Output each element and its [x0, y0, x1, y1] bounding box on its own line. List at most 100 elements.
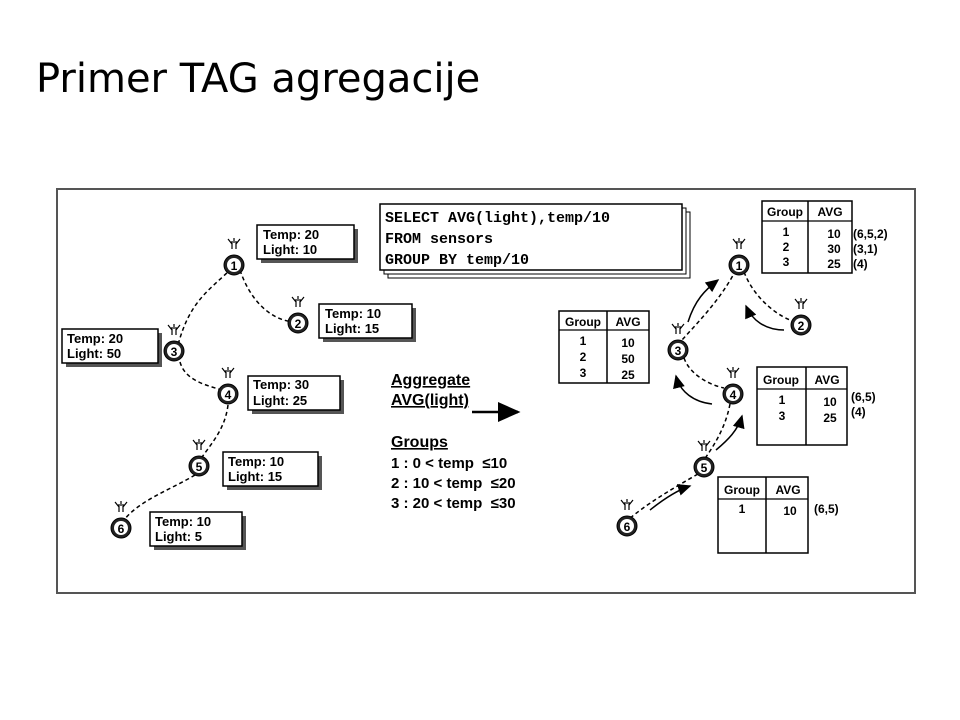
left-tree: Temp: 20 Light: 10 Temp: 10 Light: 15 Te… — [61, 224, 416, 550]
sensor-1-temp: Temp: 20 — [263, 227, 319, 242]
group-def-1: 1 : 0 < temp ≤10 — [391, 455, 507, 472]
group-def-3: 3 : 20 < temp ≤30 — [391, 495, 516, 512]
rnode-5-label: 5 — [701, 461, 708, 475]
t4-header-group: Group — [763, 373, 799, 387]
rnode-6-label: 6 — [624, 520, 631, 534]
link-3-4 — [179, 361, 223, 391]
sql-line-groupby: GROUP BY temp/10 — [385, 252, 529, 269]
t1-group-2: 2 — [783, 240, 790, 254]
arrow-2-to-1-icon — [745, 304, 785, 331]
sensor-5-light: Light: 15 — [228, 469, 282, 484]
sensor-5-temp: Temp: 10 — [228, 454, 284, 469]
rnode-4-label: 4 — [730, 388, 737, 402]
sql-query-box: SELECT AVG(light),temp/10 FROM sensors G… — [379, 203, 691, 279]
node-2-icon: 2 — [287, 296, 309, 334]
sensor-2-light: Light: 15 — [325, 321, 379, 336]
sensor-box-5: Temp: 10 Light: 15 — [222, 451, 322, 490]
t4-avg-1: 10 — [823, 395, 837, 409]
node-1-label: 1 — [231, 259, 238, 273]
rlink-5-6 — [627, 473, 699, 521]
arrow-5-to-4-icon — [715, 414, 745, 451]
link-5-6 — [123, 474, 196, 521]
t1-header-group: Group — [767, 205, 803, 219]
rnode-4-icon: 4 — [722, 367, 744, 405]
t1-avg-2: 30 — [827, 242, 841, 256]
rnode-6-icon: 6 — [616, 499, 638, 537]
rnode-3-label: 3 — [675, 344, 682, 358]
sensor-box-4: Temp: 30 Light: 25 — [247, 375, 344, 414]
t4-source-1: (6,5) — [851, 390, 876, 404]
t3-header-avg: AVG — [615, 315, 640, 329]
t4-source-2: (4) — [851, 405, 866, 419]
sql-line-select: SELECT AVG(light),temp/10 — [385, 210, 610, 227]
node-5-icon: 5 — [188, 439, 210, 477]
right-tree: 1 2 3 4 5 6 — [558, 200, 888, 554]
sensor-box-3: Temp: 20 Light: 50 — [61, 328, 162, 367]
sensor-4-temp: Temp: 30 — [253, 377, 309, 392]
node-4-label: 4 — [225, 388, 232, 402]
node-6-icon: 6 — [110, 501, 132, 539]
rlink-4-5 — [703, 403, 731, 461]
node-6-label: 6 — [118, 522, 125, 536]
link-4-5 — [199, 404, 229, 461]
t5-header-group: Group — [724, 483, 760, 497]
t5-header-avg: AVG — [775, 483, 800, 497]
link-1-3 — [177, 267, 233, 346]
arrow-6-to-5-icon — [649, 484, 692, 511]
rnode-1-icon: 1 — [728, 238, 750, 276]
node-4-icon: 4 — [217, 367, 239, 405]
t1-avg-3: 25 — [827, 257, 841, 271]
t1-source-3: (4) — [853, 257, 868, 271]
sensor-3-light: Light: 50 — [67, 346, 121, 361]
t3-group-2: 2 — [580, 350, 587, 364]
node-5-label: 5 — [196, 460, 203, 474]
groups-title: Groups — [391, 434, 448, 451]
table-node-4: Group AVG 1 3 10 25 (6,5) (4) — [756, 366, 876, 446]
rlink-1-3 — [681, 269, 737, 341]
t3-group-1: 1 — [580, 334, 587, 348]
t4-group-1: 1 — [779, 393, 786, 407]
table-node-3: Group AVG 1 2 3 10 50 25 — [558, 310, 650, 384]
t5-avg-1: 10 — [783, 504, 797, 518]
sensor-box-6: Temp: 10 Light: 5 — [149, 511, 246, 550]
sensor-box-1: Temp: 20 Light: 10 — [256, 224, 358, 263]
rnode-2-label: 2 — [798, 319, 805, 333]
link-1-2 — [239, 269, 295, 323]
sensor-4-light: Light: 25 — [253, 393, 307, 408]
t4-header-avg: AVG — [814, 373, 839, 387]
page-title: Primer TAG agregacije — [36, 56, 481, 102]
node-3-icon: 3 — [163, 324, 185, 362]
table-node-5: Group AVG 1 10 (6,5) — [717, 476, 839, 554]
t3-avg-2: 50 — [621, 352, 635, 366]
t5-source-1: (6,5) — [814, 502, 839, 516]
aggregate-label: Aggregate — [391, 372, 470, 389]
t1-group-1: 1 — [783, 225, 790, 239]
t3-header-group: Group — [565, 315, 601, 329]
sensor-6-light: Light: 5 — [155, 529, 202, 544]
sensor-1-light: Light: 10 — [263, 242, 317, 257]
rnode-2-icon: 2 — [790, 298, 812, 336]
t4-group-2: 3 — [779, 409, 786, 423]
t1-avg-1: 10 — [827, 227, 841, 241]
t3-avg-1: 10 — [621, 336, 635, 350]
rnode-1-label: 1 — [736, 259, 743, 273]
node-1-icon: 1 — [223, 238, 245, 276]
t1-source-1: (6,5,2) — [853, 227, 888, 241]
rnode-3-icon: 3 — [667, 323, 689, 361]
t1-group-3: 3 — [783, 255, 790, 269]
rlink-3-4 — [683, 357, 725, 389]
t4-avg-2: 25 — [823, 411, 837, 425]
sensor-3-temp: Temp: 20 — [67, 331, 123, 346]
arrow-4-to-3-icon — [673, 374, 713, 405]
sensor-6-temp: Temp: 10 — [155, 514, 211, 529]
t1-source-2: (3,1) — [853, 242, 878, 256]
sensor-box-2: Temp: 10 Light: 15 — [318, 303, 416, 342]
aggregate-legend: Aggregate AVG(light) Groups 1 : 0 < temp… — [391, 372, 521, 512]
rnode-5-icon: 5 — [693, 440, 715, 478]
rlink-1-2 — [743, 271, 797, 323]
group-def-2: 2 : 10 < temp ≤20 — [391, 475, 516, 492]
table-node-1: Group AVG 1 2 3 10 30 25 (6,5,2) (3,1) (… — [761, 200, 888, 274]
sensor-2-temp: Temp: 10 — [325, 306, 381, 321]
avg-light-label: AVG(light) — [391, 392, 469, 409]
